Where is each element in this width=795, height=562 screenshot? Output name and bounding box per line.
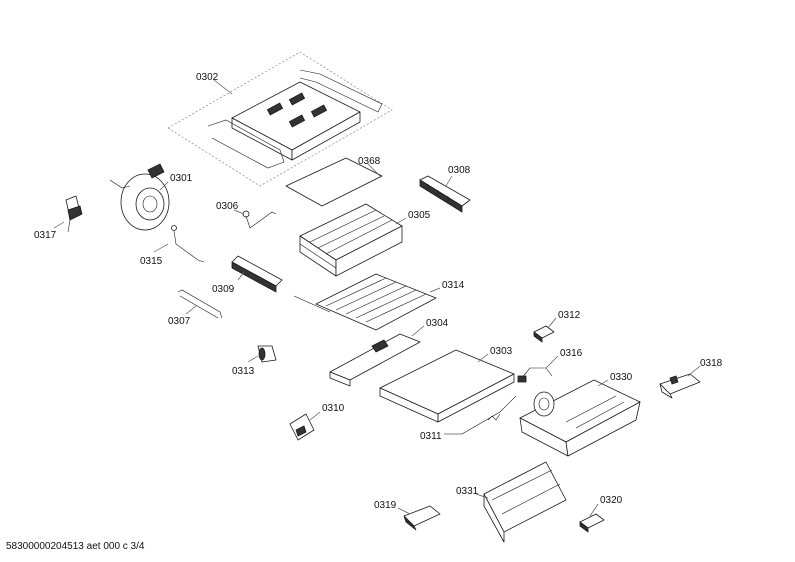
label-0310: 0310 — [309, 403, 345, 421]
part-0368-foil[interactable] — [285, 157, 383, 207]
svg-text:0320: 0320 — [600, 495, 623, 506]
part-0308-bar[interactable] — [419, 175, 471, 213]
part-0305-evaporator[interactable] — [299, 203, 403, 277]
document-id-footer: 58300000204513 aet 000 c 3/4 — [6, 541, 145, 552]
label-0320: 0320 — [589, 495, 623, 517]
svg-text:0309: 0309 — [212, 284, 235, 295]
part-0320-cover[interactable] — [579, 513, 605, 533]
part-0316-clip[interactable] — [517, 367, 553, 383]
svg-text:0314: 0314 — [442, 280, 465, 291]
label-0304: 0304 — [411, 318, 449, 337]
label-0308: 0308 — [445, 165, 471, 187]
label-0311: 0311 — [420, 431, 462, 442]
svg-text:0311: 0311 — [420, 431, 442, 442]
svg-text:0304: 0304 — [426, 318, 449, 329]
part-0319-clip[interactable] — [403, 505, 441, 531]
label-0330: 0330 — [597, 372, 633, 387]
svg-text:0317: 0317 — [34, 230, 57, 241]
svg-text:0310: 0310 — [322, 403, 345, 414]
label-0312: 0312 — [547, 310, 581, 329]
svg-text:0312: 0312 — [558, 310, 581, 321]
part-0309-duct[interactable] — [231, 255, 283, 293]
svg-text:0318: 0318 — [700, 358, 723, 369]
svg-text:0313: 0313 — [232, 366, 255, 377]
label-0303: 0303 — [477, 346, 513, 363]
part-0302-cover[interactable] — [207, 69, 383, 169]
svg-text:0306: 0306 — [216, 201, 239, 212]
svg-text:0302: 0302 — [196, 72, 219, 83]
label-0313: 0313 — [232, 355, 259, 377]
part-0312-block[interactable] — [533, 325, 555, 343]
svg-text:0316: 0316 — [560, 348, 583, 359]
label-0302: 0302 — [196, 72, 233, 95]
svg-text:0307: 0307 — [168, 316, 191, 327]
label-0316: 0316 — [545, 348, 583, 369]
part-0303-tray[interactable] — [379, 349, 515, 423]
part-0315-cable[interactable] — [171, 225, 205, 263]
part-0313-cap[interactable] — [257, 345, 277, 363]
part-0314-heater[interactable] — [293, 273, 437, 331]
label-0314: 0314 — [429, 280, 465, 293]
label-0368: 0368 — [358, 156, 381, 177]
label-0301: 0301 — [159, 173, 193, 191]
assembly-0302-outline — [167, 51, 393, 187]
part-0301-fan[interactable] — [109, 163, 170, 231]
label-0317: 0317 — [34, 221, 65, 241]
label-0318: 0318 — [687, 358, 723, 377]
part-0330-housing[interactable] — [519, 379, 641, 457]
part-0311-wire[interactable] — [461, 395, 517, 435]
part-0310-bracket[interactable] — [289, 413, 315, 441]
label-0309: 0309 — [212, 271, 245, 295]
label-0307: 0307 — [168, 305, 197, 327]
label-0319: 0319 — [374, 500, 411, 515]
part-0307-rod[interactable] — [177, 289, 223, 319]
svg-text:0308: 0308 — [448, 165, 471, 176]
svg-text:0301: 0301 — [170, 173, 193, 184]
svg-text:0305: 0305 — [408, 210, 431, 221]
svg-text:0303: 0303 — [490, 346, 513, 357]
label-0331: 0331 — [456, 486, 489, 499]
label-0305: 0305 — [395, 210, 431, 225]
label-0306: 0306 — [216, 201, 245, 215]
svg-text:0315: 0315 — [140, 256, 163, 267]
part-0306-sensor[interactable] — [242, 210, 277, 229]
svg-text:0368: 0368 — [358, 156, 381, 167]
part-0304-channel[interactable] — [329, 333, 421, 387]
svg-text:0319: 0319 — [374, 500, 397, 511]
part-0331-drawer-base[interactable] — [483, 461, 567, 543]
svg-text:0330: 0330 — [610, 372, 633, 383]
part-0317-connector[interactable] — [65, 195, 83, 233]
svg-text:0331: 0331 — [456, 486, 479, 497]
part-0318-hinge[interactable] — [659, 373, 701, 399]
label-0315: 0315 — [140, 243, 169, 267]
